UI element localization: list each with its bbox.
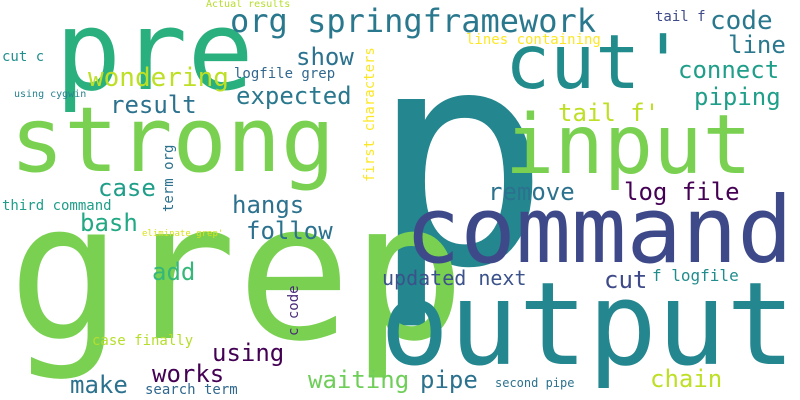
word-works: works (152, 360, 225, 388)
word-bash: bash (80, 209, 138, 237)
word-make: make (70, 371, 128, 399)
word-result: result (110, 91, 197, 119)
word-pre: pre (55, 0, 254, 115)
word-hangs: hangs (232, 191, 305, 219)
word-tail-f-quote: tail f' (558, 99, 660, 127)
word-actual-results: Actual results (206, 0, 291, 10)
word-cut-quote: cut' (505, 18, 686, 106)
word-show: show (296, 43, 354, 71)
word-term-org: term org (161, 144, 177, 212)
word-piping: piping (694, 83, 781, 111)
word-cut: cut (604, 266, 648, 294)
word-code: code (710, 6, 773, 36)
word-add: add (152, 258, 196, 286)
word-follow: follow (246, 217, 333, 245)
word-eliminate-grep: eliminate grep' (142, 229, 224, 239)
word-case: case (98, 174, 156, 202)
word-second-pipe: second pipe (495, 376, 575, 390)
word-case-finally: case finally (92, 333, 194, 349)
word-updated-next: updated next (382, 266, 527, 290)
word-c-code: c code (286, 285, 302, 336)
word-tail-f: tail f (655, 9, 706, 25)
word-chain: chain (650, 365, 723, 393)
word-search-term: search term (145, 382, 238, 398)
word-lines-containing: lines containing (466, 32, 601, 48)
word-first-characters: first characters (362, 47, 378, 182)
word-output: output (380, 258, 796, 392)
word-logfile-grep: logfile grep (234, 66, 336, 82)
word-line: line (728, 31, 786, 59)
word-using: using (212, 339, 285, 367)
word-wondering: wondering (88, 63, 229, 93)
word-org-springframework: org springframework (230, 2, 597, 40)
word-input: input (505, 98, 752, 193)
word-log-file: log file (624, 178, 740, 206)
word-remove: remove (488, 178, 575, 206)
word-connect: connect (678, 56, 780, 84)
word-p: p (370, 0, 551, 334)
word-pipe: pipe (420, 366, 478, 394)
word-waiting: waiting (308, 366, 410, 394)
word-cut-c: cut c (2, 49, 45, 65)
word-strong: strong (10, 88, 336, 193)
word-f-logfile: f logfile (652, 266, 739, 285)
word-using-cygwin: using cygwin (14, 89, 87, 100)
word-third-command: third command (2, 198, 112, 214)
word-command: command (405, 177, 793, 284)
word-expected: expected (236, 82, 352, 110)
word-grep: grep (8, 162, 466, 383)
